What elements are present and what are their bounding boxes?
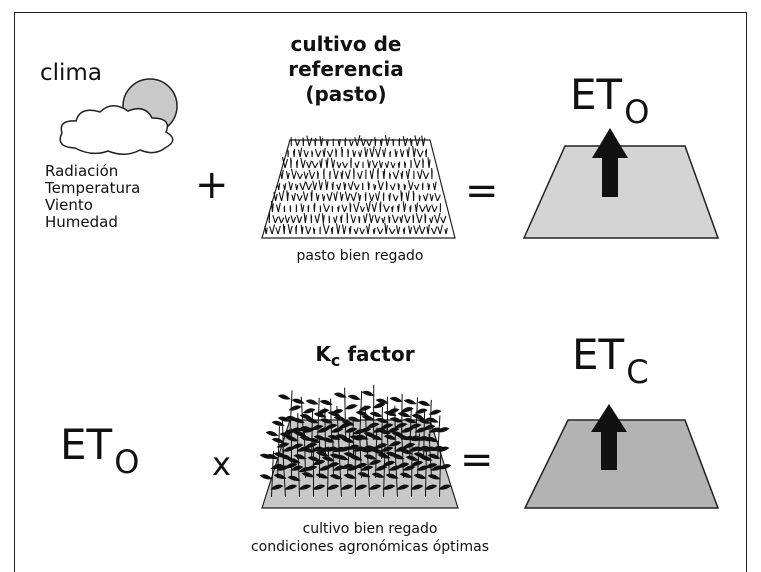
reference-crop-title: cultivo de referencia (pasto) <box>288 32 404 106</box>
crop-caption-line2: condiciones agronómicas óptimas <box>250 539 490 555</box>
climate-factors: Radiación Temperatura Viento Humedad <box>45 163 140 231</box>
climate-title: clima <box>40 60 102 86</box>
crop-field-icon <box>259 384 459 509</box>
eto-subscript: O <box>114 443 140 481</box>
eto-surface <box>522 145 720 239</box>
factor-humidity: Humedad <box>45 213 118 231</box>
equals-operator: = <box>460 437 494 483</box>
eto-input-label: ETO <box>60 420 139 481</box>
eto-base: ET <box>570 70 623 119</box>
kc-rest: factor <box>340 342 415 366</box>
reference-crop-caption: pasto bien regado <box>296 248 424 264</box>
factor-wind: Viento <box>45 196 93 214</box>
etc-subscript: C <box>626 353 649 391</box>
crop-caption: cultivo bien regado condiciones agronómi… <box>225 520 515 556</box>
diagram-frame <box>14 12 747 572</box>
eto-subscript: O <box>624 93 650 131</box>
etc-surface <box>523 419 720 509</box>
plus-operator: + <box>195 162 229 208</box>
kc-base: K <box>315 342 331 366</box>
etc-base: ET <box>572 330 625 379</box>
etc-label: ETC <box>572 330 649 391</box>
up-arrow-icon <box>592 128 628 197</box>
cloud-icon <box>59 105 174 155</box>
kc-subscript: c <box>330 351 341 370</box>
crop-caption-line1: cultivo bien regado <box>302 521 438 537</box>
reference-grass-icon <box>261 135 456 239</box>
factor-radiation: Radiación <box>45 162 119 180</box>
equals-operator: = <box>465 168 499 214</box>
eto-base: ET <box>60 420 113 469</box>
up-arrow-icon <box>591 404 627 470</box>
eto-label: ETO <box>570 70 649 131</box>
factor-temperature: Temperatura <box>45 179 141 197</box>
times-operator: x <box>212 445 231 483</box>
kc-factor-title: Kc factor <box>280 342 450 370</box>
